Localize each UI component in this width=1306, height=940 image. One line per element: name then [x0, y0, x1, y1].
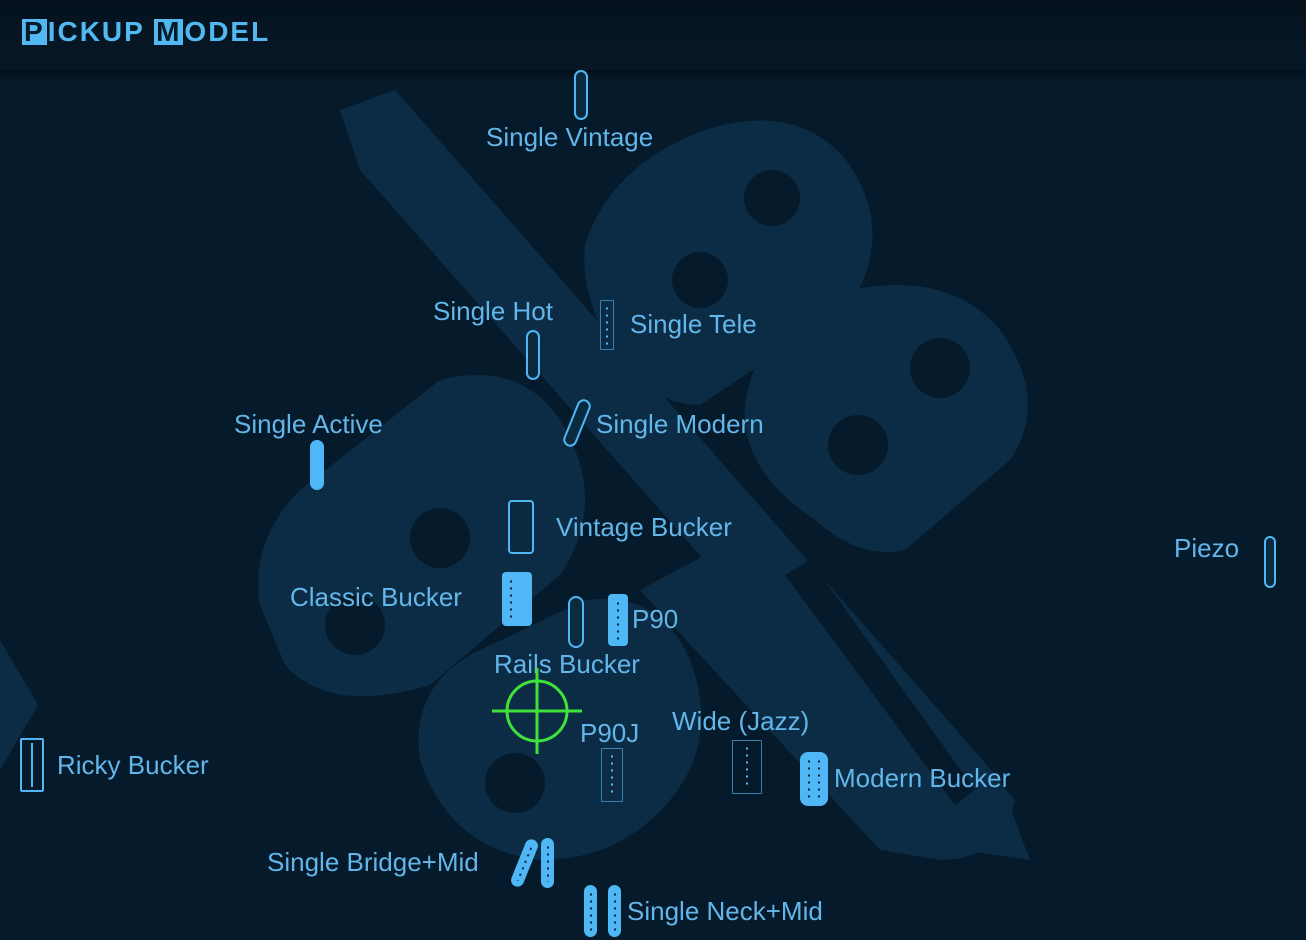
- humbucker-icon[interactable]: [508, 500, 534, 554]
- pickup-option-p90j[interactable]: P90J: [580, 718, 640, 748]
- title-rest-odel: ODEL: [184, 16, 271, 47]
- pickup-option-p90[interactable]: P90: [632, 604, 679, 634]
- pickup-option-single-hot[interactable]: Single Hot: [433, 296, 553, 326]
- pickup-option-wide-jazz[interactable]: Wide (Jazz): [672, 706, 810, 736]
- pickup-option-single-modern[interactable]: Single Modern: [596, 409, 764, 439]
- single-coil-icon[interactable]: [526, 330, 540, 380]
- pickup-option-vintage-bucker[interactable]: Vintage Bucker: [556, 512, 732, 542]
- piezo-icon[interactable]: [1264, 536, 1276, 588]
- pickup-option-single-neck-mid[interactable]: Single Neck+Mid: [627, 896, 823, 926]
- title-rest-ickup: ICKUP: [47, 16, 145, 47]
- humbucker-icon[interactable]: [800, 752, 828, 806]
- dual-single-coil-icon[interactable]: [541, 838, 554, 888]
- pickup-option-single-active[interactable]: Single Active: [234, 409, 383, 439]
- title-cap-p: P: [22, 16, 47, 47]
- pickup-option-ricky-bucker[interactable]: Ricky Bucker: [57, 750, 209, 780]
- dual-single-coil-icon[interactable]: [584, 885, 597, 937]
- p90-icon[interactable]: [608, 594, 628, 646]
- pickup-option-modern-bucker[interactable]: Modern Bucker: [834, 763, 1011, 793]
- single-coil-icon[interactable]: [310, 440, 324, 490]
- title-cap-m: M: [154, 16, 184, 47]
- pickup-option-single-vintage[interactable]: Single Vintage: [486, 122, 654, 152]
- rails-humbucker-icon[interactable]: [568, 596, 584, 648]
- pickup-option-rails-bucker[interactable]: Rails Bucker: [494, 649, 640, 679]
- ricky-humbucker-icon[interactable]: [20, 738, 44, 792]
- single-coil-icon[interactable]: [574, 70, 588, 120]
- humbucker-icon[interactable]: [502, 572, 532, 626]
- pickup-option-piezo[interactable]: Piezo: [1174, 533, 1240, 563]
- single-coil-icon[interactable]: [600, 300, 614, 350]
- wide-pickup-icon[interactable]: [732, 740, 762, 794]
- pickup-option-single-tele[interactable]: Single Tele: [630, 309, 757, 339]
- pickup-option-single-bridge-mid[interactable]: Single Bridge+Mid: [267, 847, 479, 877]
- dual-single-coil-icon[interactable]: [608, 885, 621, 937]
- p90-icon[interactable]: [601, 748, 623, 802]
- pickup-option-classic-bucker[interactable]: Classic Bucker: [290, 582, 462, 612]
